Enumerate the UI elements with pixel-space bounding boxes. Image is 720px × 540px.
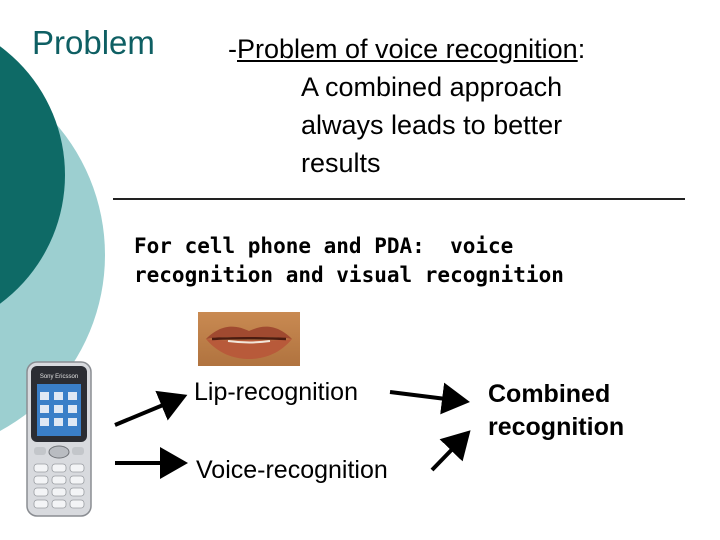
lips-image	[198, 312, 300, 366]
heading-line-2: A combined approach	[301, 72, 563, 102]
divider-line	[113, 198, 685, 200]
heading-prefix: -	[228, 34, 237, 64]
phone-brand: Sony Ericsson	[40, 374, 78, 380]
heading-line-3: always leads to better	[301, 110, 563, 140]
dark-teal-circle	[0, 46, 65, 304]
section-label: Problem	[32, 24, 155, 61]
cell-phone-image: Sony Ericsson	[26, 361, 92, 517]
slide-heading: -Problem of voice recognition: A combine…	[228, 30, 698, 182]
voice-recognition-label: Voice-recognition	[196, 456, 388, 484]
heading-colon: :	[577, 34, 586, 64]
subtitle-line-2: recognition and visual recognition	[134, 263, 564, 287]
subtitle: For cell phone and PDA: voice recognitio…	[134, 232, 694, 290]
lip-recognition-label: Lip-recognition	[194, 378, 358, 406]
combined-line-1: Combined	[488, 380, 611, 408]
heading-underlined: Problem of voice recognition	[237, 34, 578, 64]
combined-line-2: recognition	[488, 413, 625, 441]
subtitle-line-1: For cell phone and PDA: voice	[134, 234, 514, 258]
combined-recognition-label: Combined recognition	[488, 378, 624, 444]
heading-line-4: results	[301, 148, 381, 178]
